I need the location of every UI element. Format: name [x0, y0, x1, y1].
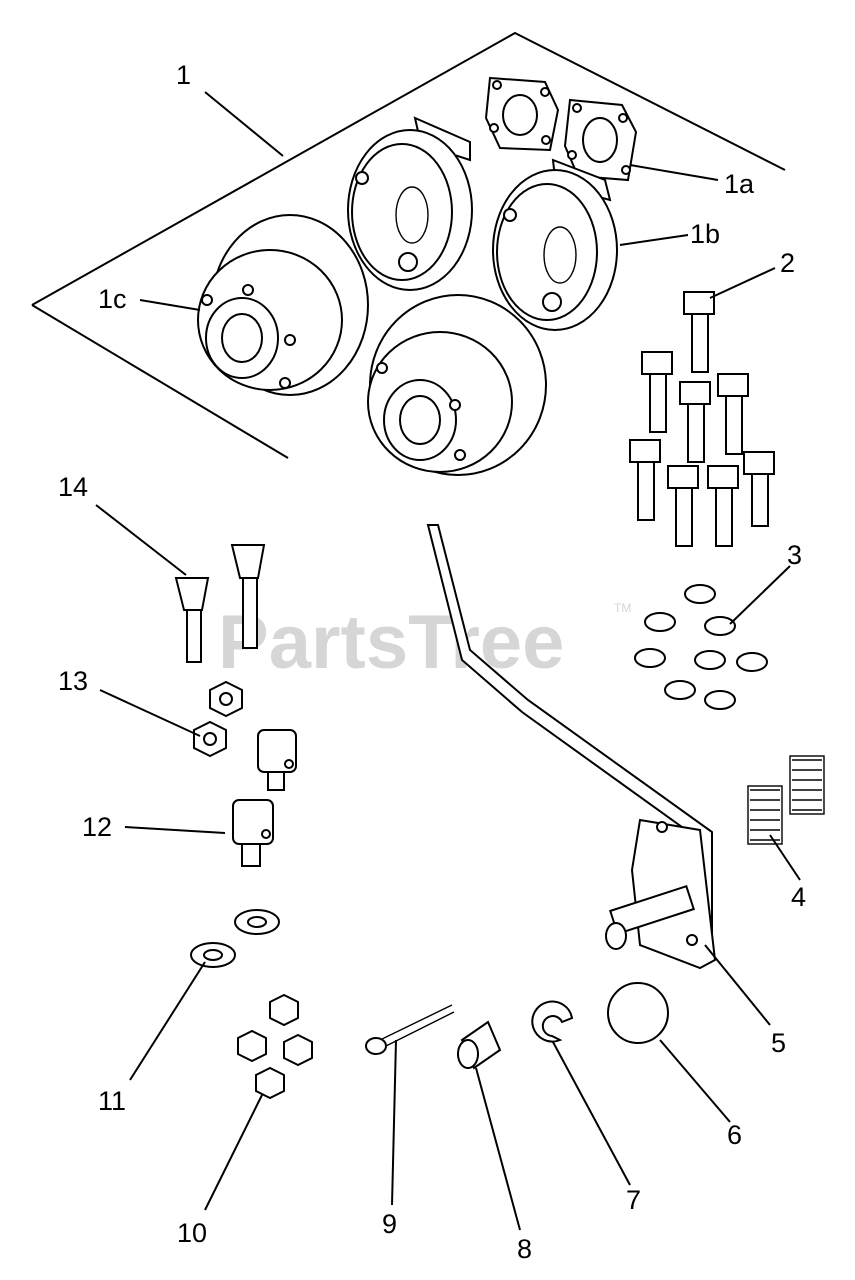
- part-1c-brake-drums[interactable]: [197, 214, 547, 476]
- callout-1b: 1b: [690, 219, 720, 249]
- callout-14: 14: [58, 472, 88, 502]
- part-1b-brake-plates[interactable]: [347, 116, 618, 331]
- part-8-bushing[interactable]: [457, 1020, 502, 1070]
- part-1a-gaskets[interactable]: [484, 76, 638, 182]
- part-4-springs[interactable]: [747, 755, 825, 845]
- part-12-pivot-pins[interactable]: [232, 729, 297, 867]
- part-9-cotter-pin[interactable]: [365, 1004, 455, 1055]
- kit-outline: [31, 31, 786, 459]
- callout-1c: 1c: [98, 284, 127, 314]
- part-5-brake-lever[interactable]: [426, 524, 717, 970]
- part-2-bolts[interactable]: [629, 291, 775, 547]
- callout-9: 9: [382, 1209, 397, 1239]
- part-6-ball[interactable]: [607, 982, 669, 1044]
- callout-3: 3: [787, 540, 802, 570]
- part-14-carriage-bolts[interactable]: [174, 544, 266, 663]
- callout-1: 1: [176, 60, 191, 90]
- callout-11: 11: [98, 1086, 126, 1116]
- watermark-trademark: TM: [614, 601, 631, 615]
- callout-12: 12: [82, 812, 112, 842]
- callout-6: 6: [727, 1120, 742, 1150]
- callout-4: 4: [791, 882, 806, 912]
- part-13-lock-nuts[interactable]: [193, 680, 243, 758]
- callout-13: 13: [58, 666, 88, 696]
- part-7-retaining-ring[interactable]: [531, 1000, 574, 1043]
- watermark-text: PartsTree: [218, 600, 564, 685]
- callout-8: 8: [517, 1234, 532, 1264]
- callout-7: 7: [626, 1185, 641, 1215]
- callout-5: 5: [771, 1028, 786, 1058]
- part-3-lock-washers[interactable]: [634, 584, 768, 710]
- leader-lines: [95, 91, 801, 1231]
- callout-2: 2: [780, 248, 795, 278]
- callout-labels: 1 1a 1b 1c 2 3 4 5 6 7 8 9 10 11 12 13 1…: [58, 60, 806, 1264]
- part-10-nuts[interactable]: [237, 993, 313, 1100]
- part-11-flat-washers[interactable]: [190, 909, 280, 968]
- callout-10: 10: [177, 1218, 207, 1248]
- callout-1a: 1a: [724, 169, 755, 199]
